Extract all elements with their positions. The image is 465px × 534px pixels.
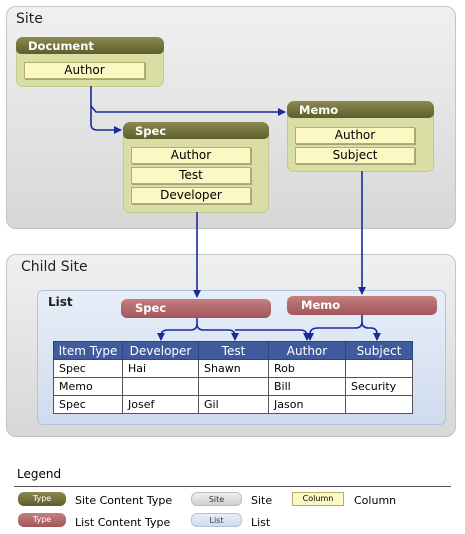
table-cell: Bill	[268, 377, 346, 396]
header-subject: Subject	[345, 341, 413, 360]
arrow-document-to-spec	[90, 86, 122, 134]
legend-site-sample: Site	[191, 492, 242, 506]
legend-column-sample: Column	[292, 492, 344, 506]
memo-column-author: Author	[295, 127, 415, 144]
list-content-type-spec: Spec	[121, 299, 271, 318]
table-cell: Rob	[268, 359, 346, 378]
table-cell	[345, 395, 413, 414]
spec-column-developer: Developer	[131, 187, 251, 204]
arrow-memo-distribution	[306, 315, 363, 341]
list-items-table: Item Type Developer Test Author Subject …	[53, 341, 413, 414]
document-column-author: Author	[24, 62, 145, 79]
table-cell: Gil	[198, 395, 269, 414]
legend-site-content-type-label: Site Content Type	[75, 494, 173, 507]
document-header: Document	[16, 37, 164, 54]
table-cell	[345, 359, 413, 378]
header-author: Author	[268, 341, 346, 360]
header-developer: Developer	[122, 341, 199, 360]
table-cell: Spec	[53, 359, 123, 378]
legend-list-sample: List	[191, 513, 242, 527]
legend-divider	[14, 486, 451, 487]
site-title: Site	[16, 11, 43, 27]
table-header-row: Item Type Developer Test Author Subject	[53, 341, 413, 360]
spec-header: Spec	[123, 122, 269, 139]
spec-column-test: Test	[131, 167, 251, 184]
table-row: Spec Josef Gil Jason	[53, 395, 413, 414]
spec-column-author: Author	[131, 147, 251, 164]
legend-title: Legend	[17, 467, 62, 481]
arrow-spec-distribution	[157, 318, 198, 341]
table-cell: Memo	[53, 377, 123, 396]
legend-list-content-type-label: List Content Type	[75, 516, 171, 529]
table-cell	[198, 377, 269, 396]
table-cell: Security	[345, 377, 413, 396]
memo-column-subject: Subject	[295, 147, 415, 164]
arrow-document-to-memo	[90, 105, 286, 116]
legend-list-content-type-sample: Type	[18, 513, 66, 527]
header-item-type: Item Type	[53, 341, 123, 360]
memo-header: Memo	[287, 101, 434, 118]
table-cell: Hai	[122, 359, 199, 378]
header-test: Test	[198, 341, 269, 360]
table-row: Spec Hai Shawn Rob	[53, 359, 413, 378]
legend-list-label: List	[251, 516, 271, 529]
legend-site-content-type-sample: Type	[18, 492, 66, 506]
legend-site-label: Site	[251, 494, 273, 507]
legend-column-label: Column	[354, 494, 397, 507]
child-site-title: Child Site	[21, 259, 88, 275]
table-row: Memo Bill Security	[53, 377, 413, 396]
table-cell: Jason	[268, 395, 346, 414]
table-cell: Josef	[122, 395, 199, 414]
list-title: List	[48, 295, 73, 309]
list-content-type-memo: Memo	[287, 296, 437, 315]
table-cell: Spec	[53, 395, 123, 414]
